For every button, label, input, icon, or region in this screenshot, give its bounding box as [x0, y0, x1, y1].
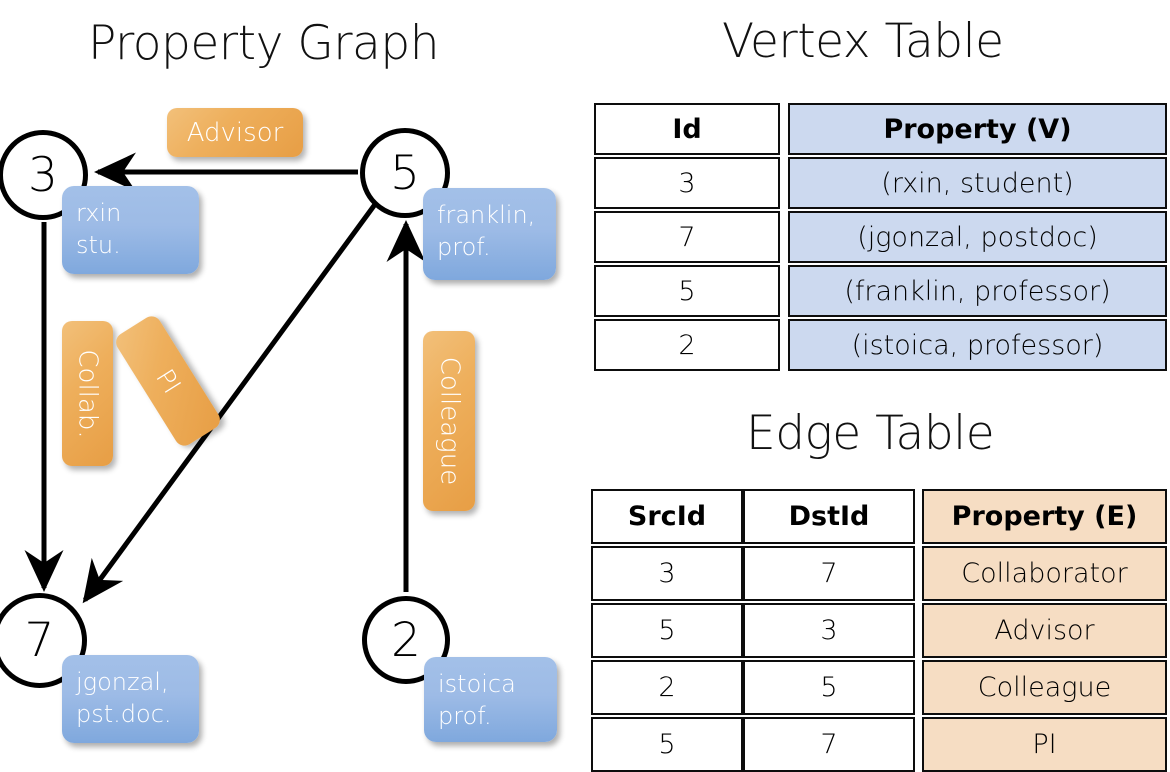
graph-node-2-id: 2: [391, 612, 421, 668]
edge-table-cell-srcid: 3: [591, 546, 743, 601]
edge-table-header-property: Property (E): [922, 489, 1167, 544]
edge-table-cell-srcid: 2: [591, 660, 743, 715]
page-title-vertex-table: Vertex Table: [722, 14, 1004, 69]
vertex-table-header-id: Id: [594, 103, 780, 155]
edge-label-pi-text: PI: [149, 363, 187, 399]
edge-table-cell-srcid: 5: [591, 717, 743, 772]
edge-table-header-srcid: SrcId: [591, 489, 743, 544]
vertex-table-cell-property: (istoica, professor): [788, 319, 1167, 371]
edge-table-cell-property: Colleague: [922, 660, 1167, 715]
property-box-node-3-line2: stu.: [76, 230, 121, 259]
page-title-edge-table: Edge Table: [746, 406, 995, 461]
property-box-node-5-line2: prof.: [437, 232, 491, 261]
vertex-table-cell-property: (rxin, student): [788, 157, 1167, 209]
vertex-table-cell-id: 7: [594, 211, 780, 263]
vertex-table-cell-id: 3: [594, 157, 780, 209]
vertex-table-cell-id: 2: [594, 319, 780, 371]
graph-edges-svg: [24, 152, 426, 604]
property-box-node-5-line1: franklin,: [437, 201, 536, 229]
graph-node-7-id: 7: [24, 613, 55, 668]
vertex-table-header-property: Property (V): [788, 103, 1167, 155]
edge-table-cell-dstid: 5: [743, 660, 915, 715]
property-box-node-2-line1: istoica: [438, 670, 516, 698]
edge-table-cell-property: Advisor: [922, 603, 1167, 658]
property-graph-diagram: 3 5 7 2 rxin stu. franklin, prof. jgonza…: [0, 0, 585, 760]
edge-label-collab[interactable]: Collab.: [62, 321, 113, 466]
edge-label-advisor-text: Advisor: [186, 117, 284, 148]
graph-node-3[interactable]: 3: [0, 130, 88, 220]
page-title-property-graph: Property Graph: [88, 16, 440, 71]
property-box-node-2-line2: prof.: [438, 701, 492, 730]
edge-table-header-dstid: DstId: [743, 489, 915, 544]
edge-table-cell-srcid: 5: [591, 603, 743, 658]
graph-node-5-id: 5: [390, 145, 420, 201]
property-box-node-7-line1: jgonzal,: [76, 668, 169, 696]
property-box-node-7[interactable]: jgonzal, pst.doc.: [62, 655, 199, 743]
vertex-table-cell-id: 5: [594, 265, 780, 317]
property-box-node-7-line2: pst.doc.: [76, 699, 172, 728]
vertex-table-cell-property: (franklin, professor): [788, 265, 1167, 317]
property-box-node-3[interactable]: rxin stu.: [62, 186, 199, 274]
edge-label-colleague[interactable]: Colleague: [423, 331, 475, 511]
graph-node-3-id: 3: [28, 147, 58, 203]
edge-table-cell-dstid: 7: [743, 546, 915, 601]
property-box-node-2[interactable]: istoica prof.: [424, 657, 557, 742]
edge-table-cell-dstid: 3: [743, 603, 915, 658]
edge-table-cell-dstid: 7: [743, 717, 915, 772]
edge-5-to-7: [82, 201, 379, 604]
property-box-node-5[interactable]: franklin, prof.: [423, 188, 556, 280]
edge-label-collab-text: Collab.: [72, 348, 103, 439]
edge-label-colleague-text: Colleague: [434, 356, 465, 486]
property-box-node-3-line1: rxin: [76, 199, 122, 227]
edge-table-cell-property: PI: [922, 717, 1167, 772]
edge-table-cell-property: Collaborator: [922, 546, 1167, 601]
edge-label-advisor[interactable]: Advisor: [167, 108, 303, 157]
vertex-table-cell-property: (jgonzal, postdoc): [788, 211, 1167, 263]
